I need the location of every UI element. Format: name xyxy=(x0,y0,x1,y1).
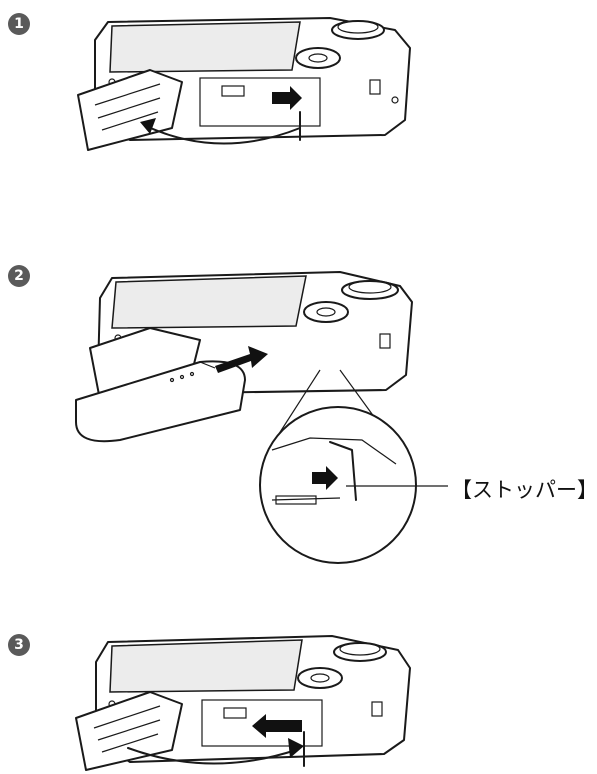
step-1: 1 xyxy=(0,0,597,200)
stopper-callout-label: 【ストッパー】 xyxy=(451,478,597,502)
step-2-badge: 2 xyxy=(8,265,30,287)
step-3-badge: 3 xyxy=(8,634,30,656)
step-3: 3 xyxy=(0,620,597,774)
step-2: 2 【ストッパー】 xyxy=(0,250,597,570)
step-3-camera-illustration xyxy=(75,635,411,771)
step-1-badge: 1 xyxy=(8,13,30,35)
step-2-camera-illustration xyxy=(75,271,448,564)
step-1-camera-illustration xyxy=(77,17,411,151)
